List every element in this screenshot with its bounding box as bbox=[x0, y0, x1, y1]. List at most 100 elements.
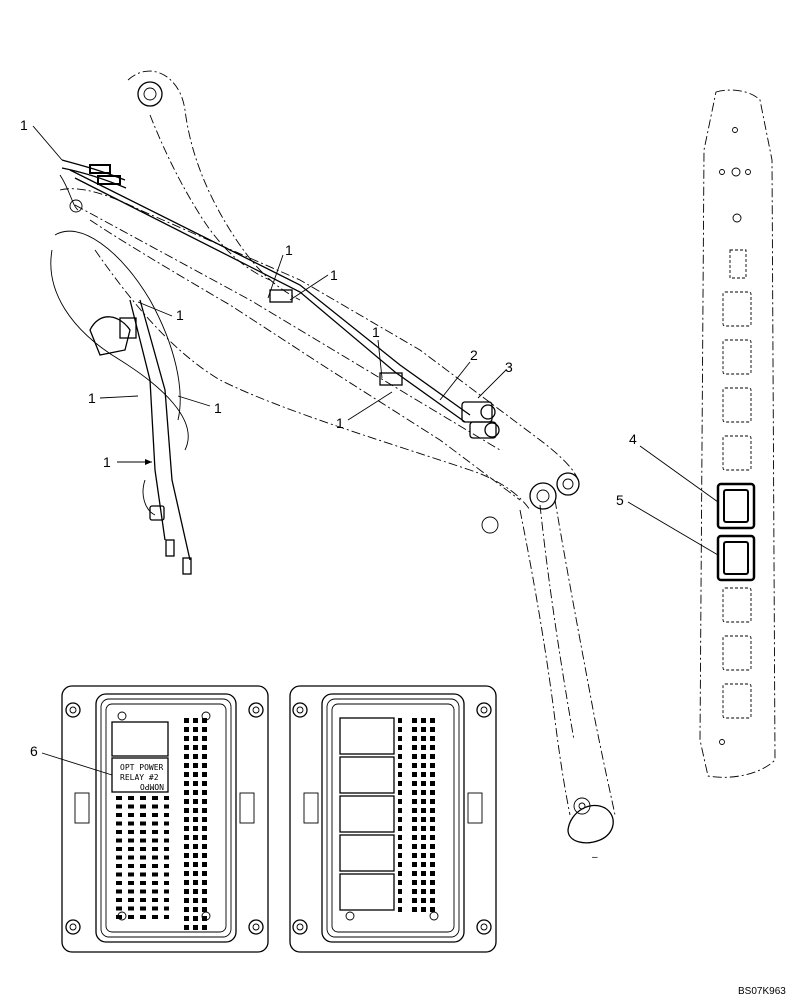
fuse-slot bbox=[193, 772, 198, 777]
fuse-slot bbox=[193, 754, 198, 759]
fuse-slot bbox=[164, 864, 169, 868]
fuse-slot bbox=[152, 847, 158, 851]
callout-label: 4 bbox=[629, 431, 637, 447]
fuse-slot bbox=[430, 835, 435, 840]
fuse-slot bbox=[116, 898, 122, 902]
fuse-slot bbox=[202, 790, 207, 795]
loader-boom-arm bbox=[59, 70, 616, 844]
fuse-slot bbox=[140, 906, 146, 911]
fuse-slot bbox=[184, 754, 189, 759]
fuse-slot bbox=[412, 835, 417, 840]
fuse-slot bbox=[164, 855, 169, 860]
fuse-slot bbox=[412, 907, 417, 912]
fuse-slot bbox=[152, 864, 158, 868]
fuse-slot bbox=[152, 855, 158, 860]
fuse-slot bbox=[202, 862, 207, 867]
fuse-slot bbox=[421, 907, 426, 912]
fuse-slot bbox=[164, 915, 169, 919]
fuse-slot bbox=[202, 898, 207, 903]
fuse-slot bbox=[152, 804, 158, 809]
fuse-slot bbox=[430, 844, 435, 849]
fuse-slot bbox=[430, 790, 435, 795]
fuse-slot bbox=[184, 817, 189, 822]
switch-panel-strip bbox=[699, 89, 776, 778]
fuse-slot bbox=[430, 781, 435, 786]
fuse-slot bbox=[140, 915, 146, 919]
callout-label: 1 bbox=[285, 242, 293, 258]
fuse-slot bbox=[184, 790, 189, 795]
fuse-slot bbox=[193, 817, 198, 822]
fuse-slot bbox=[193, 790, 198, 795]
callout-label: 5 bbox=[616, 492, 624, 508]
fuse-slot bbox=[412, 889, 417, 894]
fuse-slot bbox=[421, 835, 426, 840]
callout-label: 1 bbox=[330, 267, 338, 283]
fuse-slot bbox=[152, 872, 158, 877]
fuse-slot bbox=[398, 871, 402, 876]
fuse-slot bbox=[164, 821, 169, 826]
fuse-slot bbox=[116, 821, 122, 826]
fuse-slot bbox=[164, 872, 169, 877]
fuse-slot bbox=[164, 898, 169, 902]
fuse-slot bbox=[421, 898, 426, 903]
fuse-slot bbox=[152, 906, 158, 911]
fuse-slot bbox=[116, 889, 122, 894]
fuse-slot bbox=[116, 855, 122, 860]
fuse-slot bbox=[421, 772, 426, 777]
fuse-slot bbox=[152, 838, 158, 843]
fuse-slot bbox=[193, 880, 198, 885]
fuse-slot bbox=[398, 736, 402, 741]
fuse-slot bbox=[398, 754, 402, 759]
fuse-slot bbox=[398, 907, 402, 912]
callout-label: 3 bbox=[505, 359, 513, 375]
fuse-slot bbox=[184, 736, 189, 741]
fuse-slot bbox=[398, 844, 402, 849]
fuse-slot bbox=[202, 727, 207, 732]
fuse-slot bbox=[184, 880, 189, 885]
fuse-slot bbox=[193, 835, 198, 840]
fuse-slot bbox=[184, 844, 189, 849]
fuse-slot bbox=[202, 826, 207, 831]
fuse-slot bbox=[128, 838, 134, 843]
fuse-slot bbox=[164, 906, 169, 911]
callout-label: 2 bbox=[470, 347, 478, 363]
decal-line-2: RELAY #2 bbox=[120, 773, 159, 782]
fuse-slot bbox=[193, 745, 198, 750]
fuse-slot bbox=[128, 796, 134, 800]
fuse-slot bbox=[398, 799, 402, 804]
fuse-slot bbox=[412, 754, 417, 759]
decal-line-1: OPT POWER bbox=[120, 763, 164, 772]
fuse-slot bbox=[164, 804, 169, 809]
fuse-slot bbox=[152, 830, 158, 834]
fuse-slot bbox=[430, 727, 435, 732]
fuse-slot bbox=[421, 808, 426, 813]
fuse-slot bbox=[128, 847, 134, 851]
brand-mark: NOMPO bbox=[140, 782, 164, 791]
fuse-slot bbox=[430, 889, 435, 894]
fuse-slot bbox=[184, 853, 189, 858]
fuse-slot bbox=[202, 763, 207, 768]
switch-4 bbox=[716, 482, 756, 530]
fuse-slot bbox=[421, 853, 426, 858]
fuse-slot bbox=[184, 826, 189, 831]
fuse-slot bbox=[193, 916, 198, 921]
fuse-slot bbox=[412, 817, 417, 822]
fuse-panel-right bbox=[289, 685, 497, 953]
fuse-slot bbox=[202, 781, 207, 786]
fuse-slot bbox=[421, 727, 426, 732]
fuse-slot bbox=[193, 826, 198, 831]
fuse-slot bbox=[412, 790, 417, 795]
fuse-slot bbox=[412, 781, 417, 786]
fuse-slot bbox=[202, 835, 207, 840]
fuse-slot bbox=[164, 889, 169, 894]
fuse-slot bbox=[412, 736, 417, 741]
fuse-slot bbox=[202, 925, 207, 930]
switch-5 bbox=[716, 534, 756, 582]
fuse-slot bbox=[184, 763, 189, 768]
fuse-slot bbox=[202, 745, 207, 750]
fuse-slot bbox=[412, 826, 417, 831]
fuse-slot bbox=[128, 821, 134, 826]
fuse-slot bbox=[412, 844, 417, 849]
fuse-slot bbox=[184, 745, 189, 750]
fuse-slot bbox=[193, 862, 198, 867]
